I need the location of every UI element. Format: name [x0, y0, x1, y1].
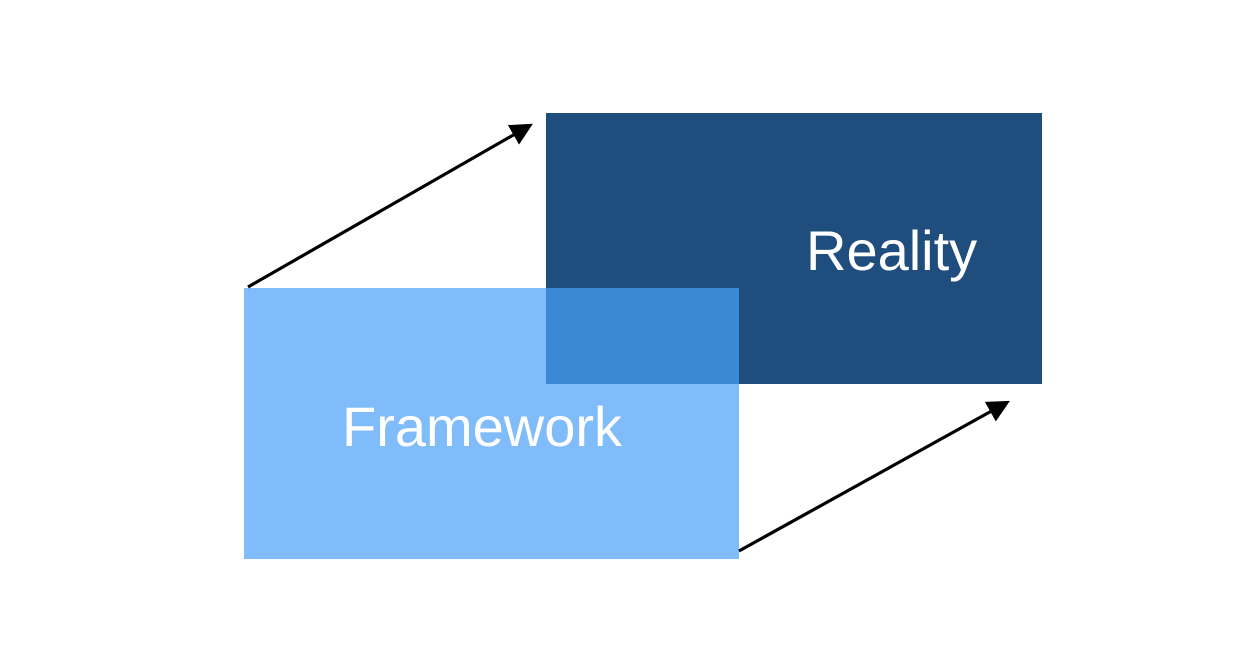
top-projection-arrow: [247, 123, 533, 289]
bottom-projection-arrow: [738, 400, 1010, 553]
overlap-region: [546, 288, 739, 384]
reality-label: Reality: [806, 219, 978, 282]
framework-label: Framework: [342, 395, 623, 458]
